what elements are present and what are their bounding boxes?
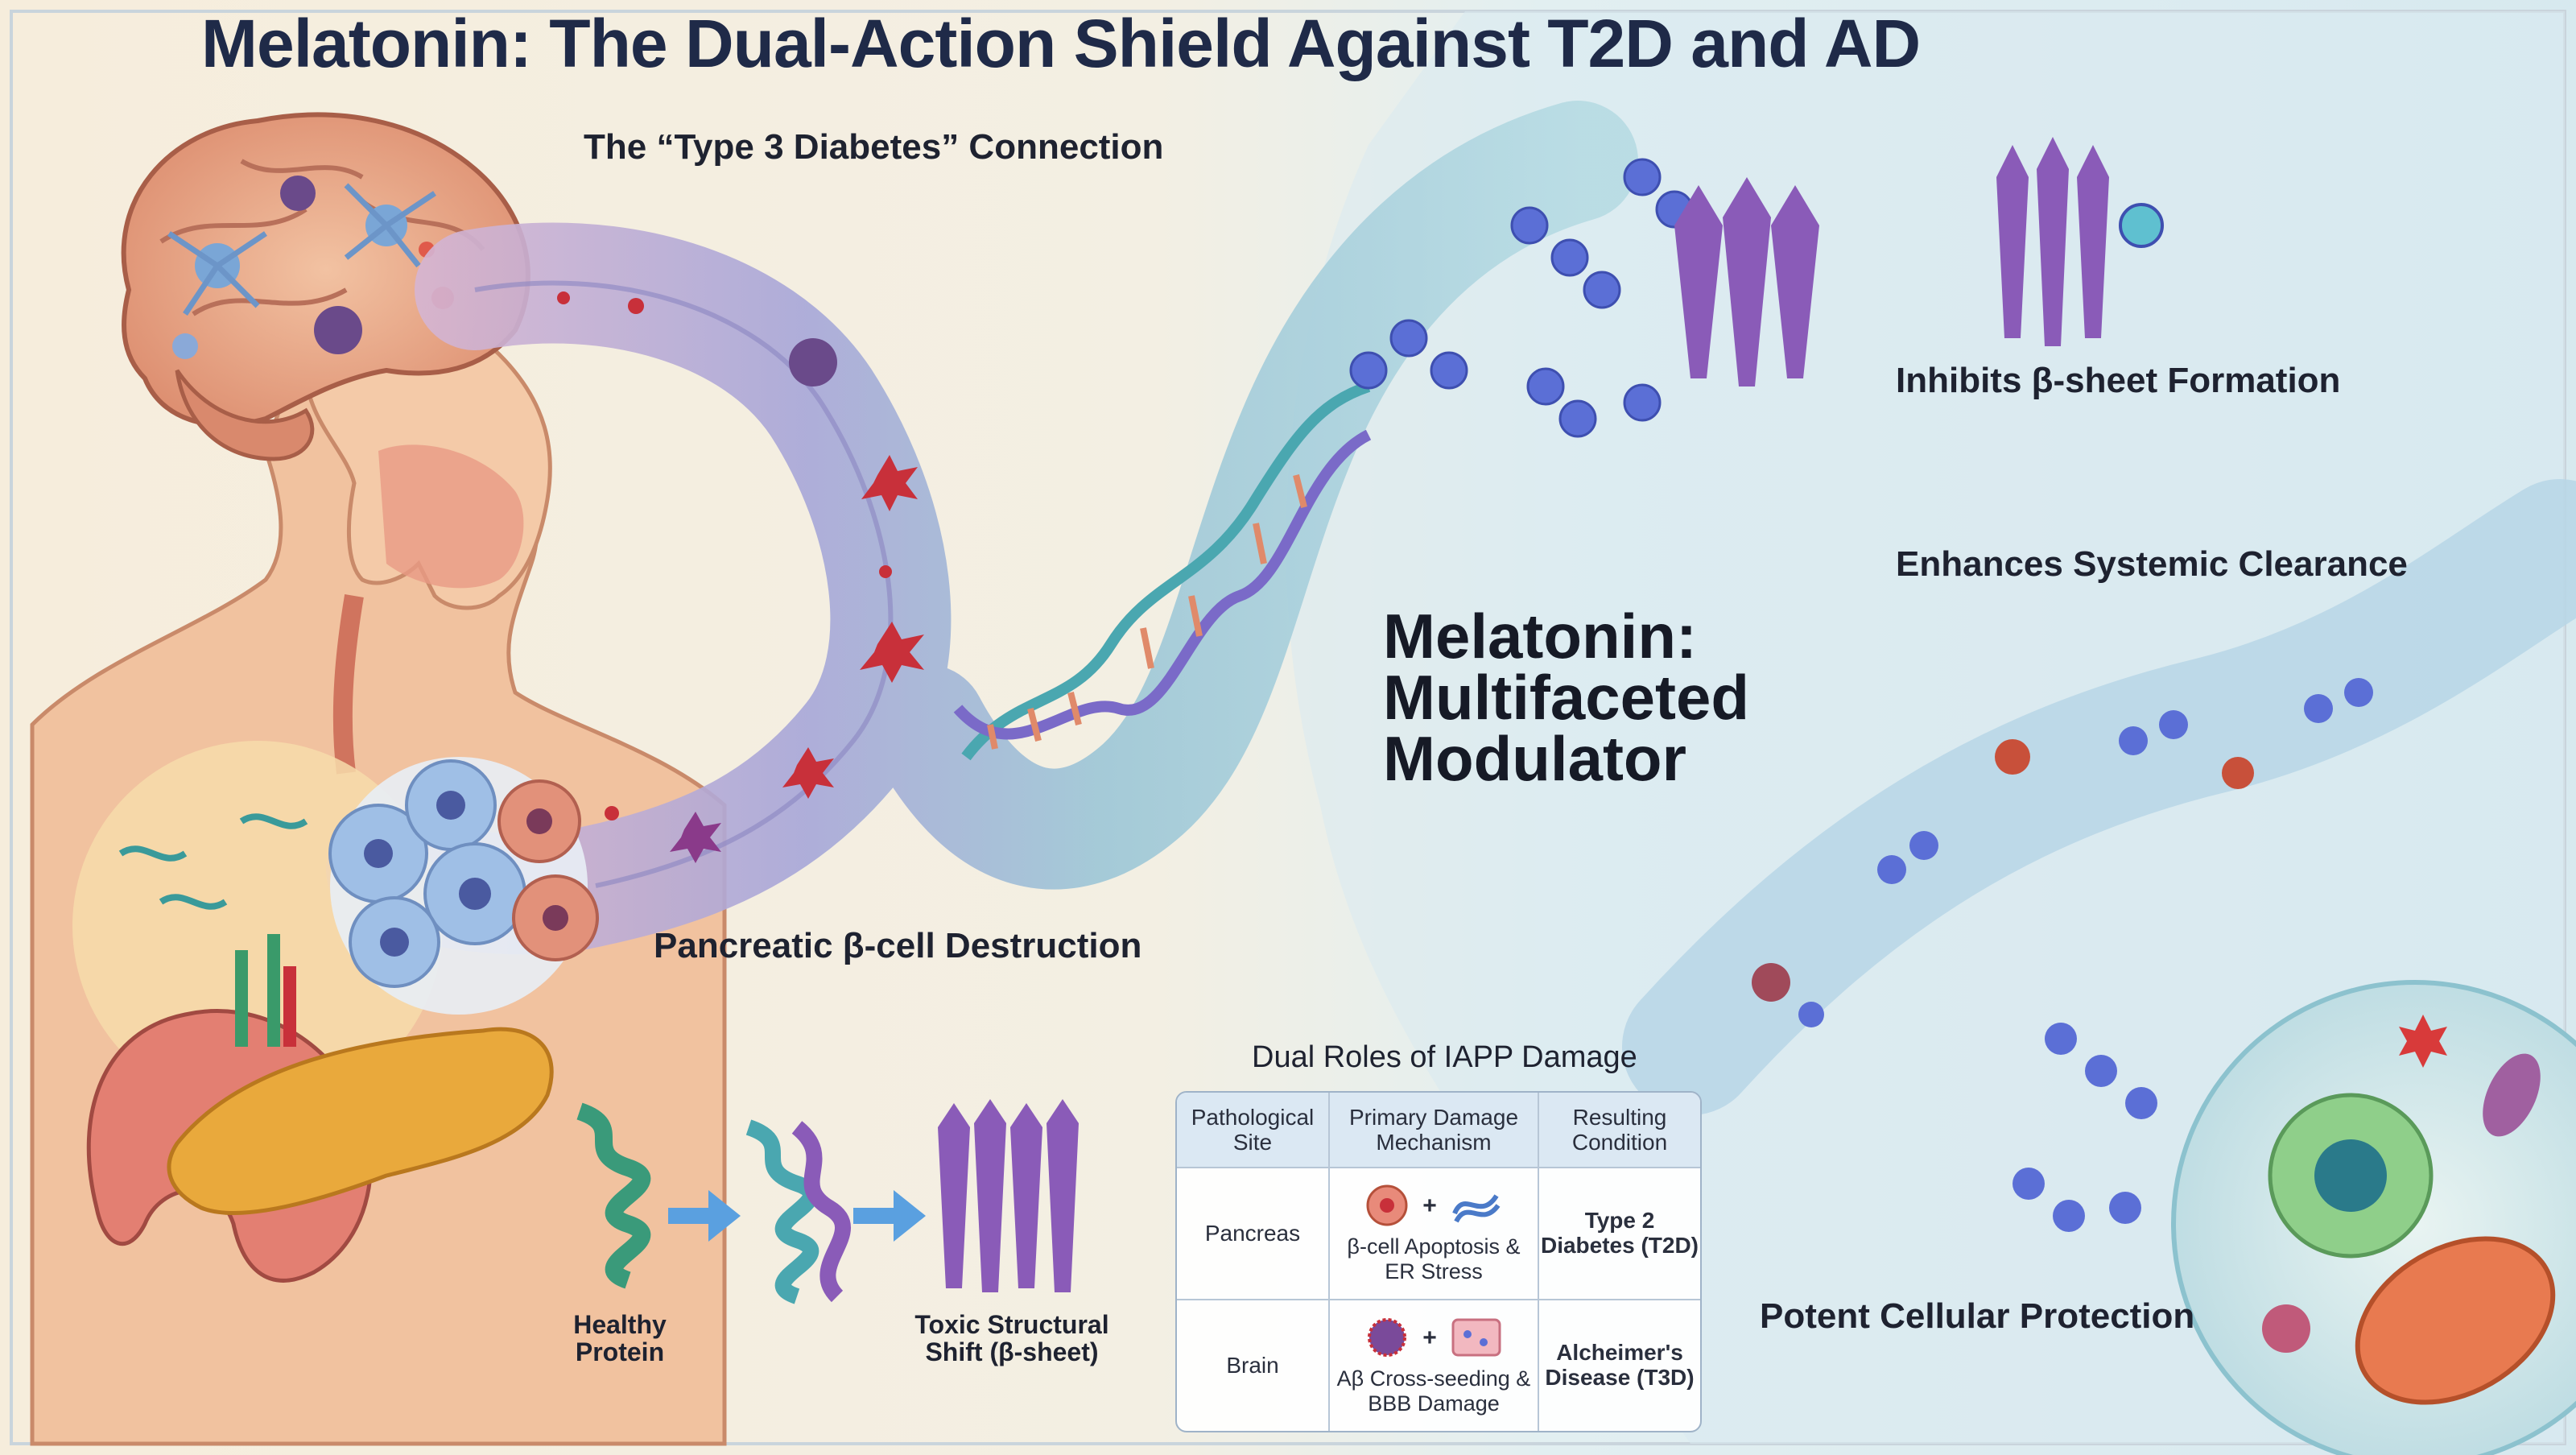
table-cell-condition: Type 2 Diabetes (T2D) [1540, 1208, 1699, 1258]
clearance-label: Enhances Systemic Clearance [1896, 544, 2408, 584]
center-label: Melatonin: Multifaceted Modulator [1383, 601, 1750, 794]
protected-cell [2171, 980, 2576, 1455]
amyloid-plaque-icon [1368, 1318, 1407, 1357]
plus-icon: + [1422, 1192, 1437, 1219]
table-header-mechanism: Primary Damage Mechanism [1330, 1093, 1539, 1167]
beta-sheet-fibrils [1674, 137, 2109, 386]
table-cell-site: Brain [1177, 1299, 1330, 1431]
iapp-table: Pathological Site Primary Damage Mechani… [1175, 1091, 1702, 1432]
page-title: Melatonin: The Dual-Action Shield Agains… [201, 6, 1921, 81]
table-row: Brain + Aβ Cross-seeding & BBB Damage Al… [1177, 1299, 1700, 1431]
brain [121, 112, 530, 461]
vessel-wall [474, 280, 894, 888]
mechanism-icons: + [1363, 1181, 1505, 1230]
beta-cell-cluster [328, 757, 599, 1015]
plus-icon: + [1422, 1324, 1437, 1351]
molecule-ring [2119, 203, 2164, 248]
arrow-2 [853, 1190, 926, 1242]
table-cell-mechanism: + β-cell Apoptosis & ER Stress [1330, 1167, 1539, 1299]
pancreas-region [72, 741, 554, 1283]
mechanism-text: β-cell Apoptosis & ER Stress [1347, 1234, 1521, 1283]
arrow-1 [668, 1190, 741, 1242]
toxic-shift-label: Toxic Structural Shift (β-sheet) [914, 1310, 1109, 1366]
table-row: Pancreas + β-cell Apoptosis & ER Stress … [1177, 1167, 1700, 1300]
bbb-damage-icon [1451, 1318, 1501, 1357]
table-cell-site: Pancreas [1177, 1167, 1330, 1299]
center-label-line1: Melatonin: [1383, 601, 1697, 672]
pancreatic-label: Pancreatic β-cell Destruction [654, 926, 1142, 965]
dna-helix [953, 381, 1372, 761]
protection-label: Potent Cellular Protection [1760, 1296, 2195, 1336]
er-stress-icon [1451, 1194, 1501, 1223]
amyloid-fragments [557, 291, 924, 863]
molecules-bottom [2013, 1023, 2157, 1232]
healthy-protein-label: Healthy Protein [573, 1310, 667, 1366]
apoptotic-cell-icon [1366, 1184, 1408, 1226]
table-header-row: Pathological Site Primary Damage Mechani… [1177, 1093, 1700, 1168]
protein-conversion [576, 1099, 1079, 1304]
clearance-debris [1752, 739, 2254, 1002]
center-label-line2: Multifaceted [1383, 662, 1750, 733]
molecules-top [1349, 158, 1694, 438]
table-header-condition: Resulting Condition [1571, 1105, 1668, 1155]
subtitle: The “Type 3 Diabetes” Connection [584, 127, 1164, 167]
mechanism-icons: + [1363, 1313, 1505, 1362]
clearance-molecules [1798, 678, 2373, 1027]
inhibits-label: Inhibits β-sheet Formation [1896, 361, 2341, 400]
mechanism-text: Aβ Cross-seeding & BBB Damage [1336, 1366, 1531, 1416]
center-label-line3: Modulator [1383, 723, 1686, 794]
table-title: Dual Roles of IAPP Damage [1252, 1040, 1637, 1074]
table-cell-mechanism: + Aβ Cross-seeding & BBB Damage [1330, 1299, 1539, 1431]
table-header-site: Pathological Site [1177, 1093, 1330, 1167]
table-cell-condition: Alcheimer's Disease (T3D) [1545, 1340, 1695, 1390]
